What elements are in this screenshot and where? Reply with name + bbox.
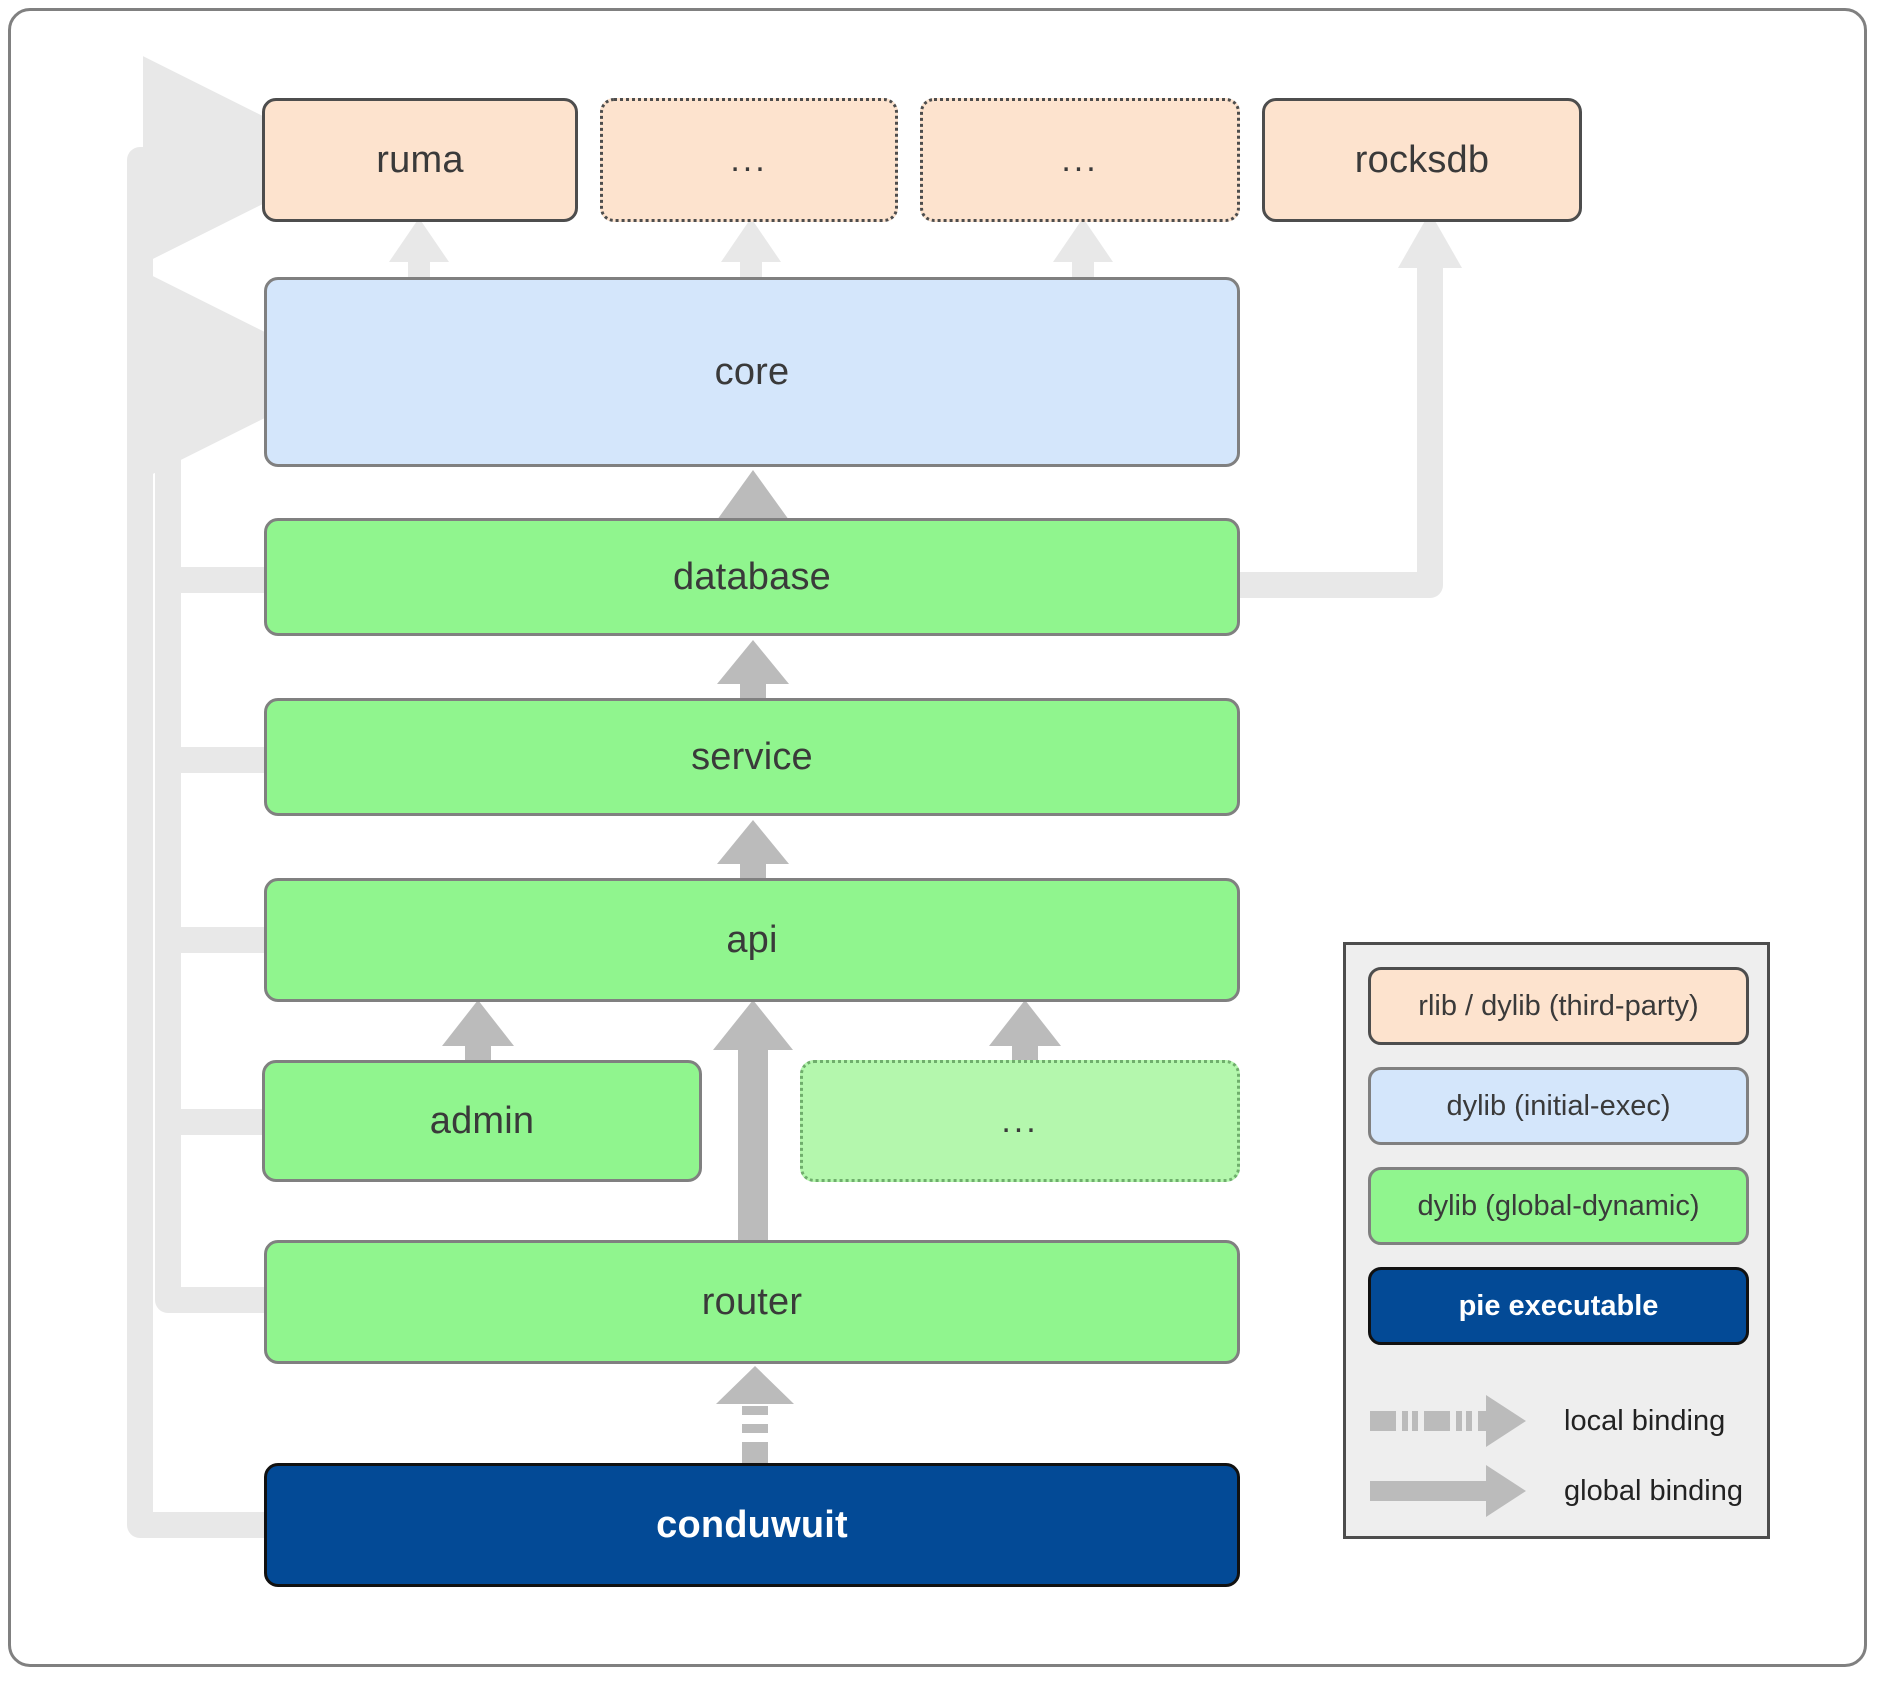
legend-label-pie-executable: pie executable bbox=[1458, 1289, 1659, 1322]
node-ruma[interactable]: ruma bbox=[262, 98, 578, 222]
node-label-conduwuit: conduwuit bbox=[656, 1503, 848, 1546]
node-api[interactable]: api bbox=[264, 878, 1240, 1002]
edge-api-to-service bbox=[717, 820, 789, 883]
edge-ellipsis-c-to-api bbox=[989, 1000, 1061, 1068]
node-label-core: core bbox=[714, 350, 790, 393]
node-service[interactable]: service bbox=[264, 698, 1240, 816]
edge-router-to-api bbox=[713, 1000, 793, 1240]
node-label-admin: admin bbox=[429, 1099, 535, 1142]
node-core[interactable]: core bbox=[264, 277, 1240, 467]
node-label-router: router bbox=[701, 1280, 803, 1323]
node-label-database: database bbox=[673, 555, 831, 598]
legend-label-global-dynamic: dylib (global-dynamic) bbox=[1417, 1189, 1700, 1222]
legend-chip-third-party: rlib / dylib (third-party) bbox=[1368, 967, 1749, 1045]
legend-label-third-party: rlib / dylib (third-party) bbox=[1418, 989, 1699, 1022]
node-label-service: service bbox=[691, 735, 813, 778]
legend-chip-pie-executable: pie executable bbox=[1368, 1267, 1749, 1345]
legend-label-global-binding: global binding bbox=[1564, 1474, 1743, 1507]
node-label-rocksdb: rocksdb bbox=[1354, 138, 1490, 181]
node-rocksdb[interactable]: rocksdb bbox=[1262, 98, 1582, 222]
node-router[interactable]: router bbox=[264, 1240, 1240, 1364]
legend-row-global-binding: global binding bbox=[1368, 1463, 1768, 1519]
edge-admin-to-api bbox=[442, 1000, 514, 1068]
node-admin[interactable]: admin bbox=[262, 1060, 702, 1182]
legend-chip-global-dynamic: dylib (global-dynamic) bbox=[1368, 1167, 1749, 1245]
node-ellipsis-a[interactable]: ... bbox=[600, 98, 898, 222]
node-conduwuit[interactable]: conduwuit bbox=[264, 1463, 1240, 1587]
edge-conduwuit-to-ruma bbox=[127, 56, 351, 1538]
node-label-ruma: ruma bbox=[376, 138, 464, 181]
legend-label-local-binding: local binding bbox=[1564, 1404, 1726, 1437]
node-database[interactable]: database bbox=[264, 518, 1240, 636]
edge-database-to-rocksdb bbox=[1240, 212, 1462, 598]
dashed-arrow-icon bbox=[1368, 1393, 1528, 1449]
legend-row-local-binding: local binding bbox=[1368, 1393, 1768, 1449]
legend-chip-initial-exec: dylib (initial-exec) bbox=[1368, 1067, 1749, 1145]
node-ellipsis-b[interactable]: ... bbox=[920, 98, 1240, 222]
solid-arrow-icon bbox=[1368, 1463, 1528, 1519]
node-label-api: api bbox=[726, 918, 778, 961]
legend-label-initial-exec: dylib (initial-exec) bbox=[1446, 1089, 1671, 1122]
edge-service-to-database bbox=[717, 640, 789, 703]
legend-panel: rlib / dylib (third-party) dylib (initia… bbox=[1343, 942, 1770, 1539]
node-ellipsis-c[interactable]: ... bbox=[800, 1060, 1240, 1182]
edge-router-to-core bbox=[142, 271, 351, 1313]
